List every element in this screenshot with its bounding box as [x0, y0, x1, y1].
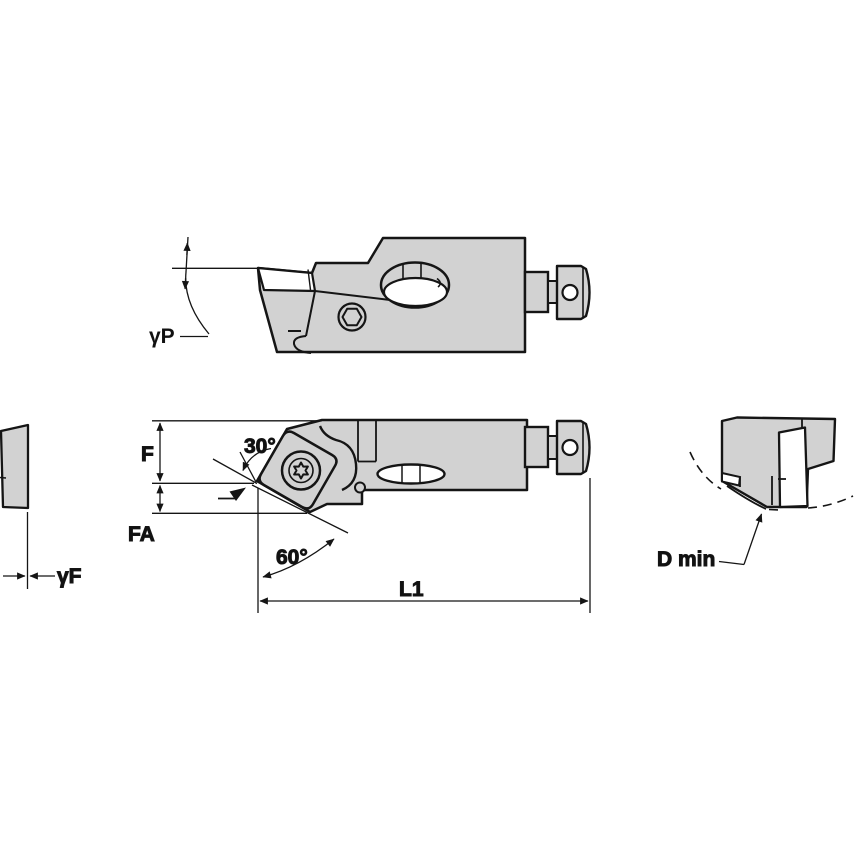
cutting-edge-extension [251, 484, 349, 534]
gamma-p-annotation: γP [149, 236, 257, 348]
angle-60-arc [262, 538, 335, 579]
side-elevation-view [256, 236, 591, 354]
knob-step [547, 435, 558, 460]
plan-view-dimensions: F FA 30° 60° L1 [128, 420, 591, 613]
angle-30-label: 30° [244, 435, 276, 458]
plan-view [255, 418, 591, 514]
gamma-p-angle-curve [185, 236, 210, 335]
fa-label: FA [128, 523, 155, 546]
knob-cross-hole [561, 283, 579, 302]
front-profile-view: γF [0, 423, 82, 589]
shim-notch [721, 471, 742, 487]
clamp-pin [354, 481, 366, 494]
torx-screw-icon [293, 461, 309, 480]
l1-label: L1 [399, 578, 424, 601]
angle-30-arc [242, 447, 272, 472]
clamp-lobe [318, 425, 358, 492]
insert-edge-face [777, 426, 809, 509]
d-min-label: D min [657, 548, 715, 571]
d-min-bore-arc [689, 451, 854, 511]
insert-profile [0, 423, 30, 510]
gamma-f-label: γF [57, 565, 82, 588]
knob-step [547, 280, 558, 304]
clamp-hole-inner [382, 276, 449, 308]
bore-clearance-view: D min [657, 416, 854, 572]
adjustment-slot [376, 463, 446, 485]
angle-60-label: 60° [276, 546, 308, 569]
knob-neck [523, 425, 550, 469]
gamma-p-label: γP [149, 325, 175, 348]
d-min-leader [743, 513, 763, 565]
knob-cross-hole [561, 438, 579, 457]
f-label: F [141, 443, 154, 466]
insert-side-face [256, 266, 317, 293]
knob-neck [523, 270, 550, 314]
